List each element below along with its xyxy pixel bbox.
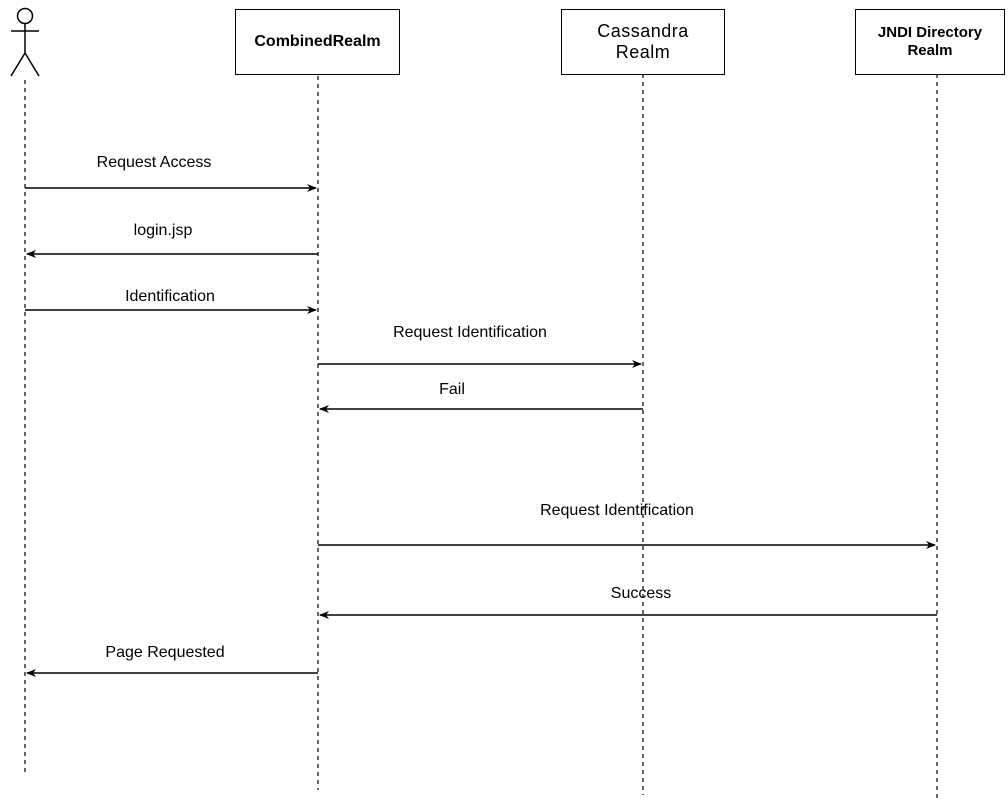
participant-jndi-directory-realm: JNDI Directory Realm (855, 9, 1005, 75)
participant-cassandra-realm: Cassandra Realm (561, 9, 725, 75)
participant-combinedrealm: CombinedRealm (235, 9, 400, 75)
message-label-success: Success (610, 585, 672, 602)
message-label-request-identification-jndi: Request Identification (540, 502, 694, 519)
message-label-page-requested: Page Requested (105, 644, 225, 661)
participant-label-jndi-directory-realm: JNDI Directory Realm (877, 24, 983, 59)
participant-label-cassandra-realm: Cassandra Realm (597, 20, 689, 62)
participant-label-combinedrealm: CombinedRealm (254, 32, 381, 50)
actor-icon (10, 7, 40, 77)
message-label-request-access: Request Access (96, 154, 212, 171)
message-label-login-jsp: login.jsp (133, 222, 193, 239)
message-label-request-identification-cassandra: Request Identification (393, 324, 547, 341)
message-label-identification: Identification (125, 288, 215, 305)
message-label-fail: Fail (439, 381, 465, 398)
